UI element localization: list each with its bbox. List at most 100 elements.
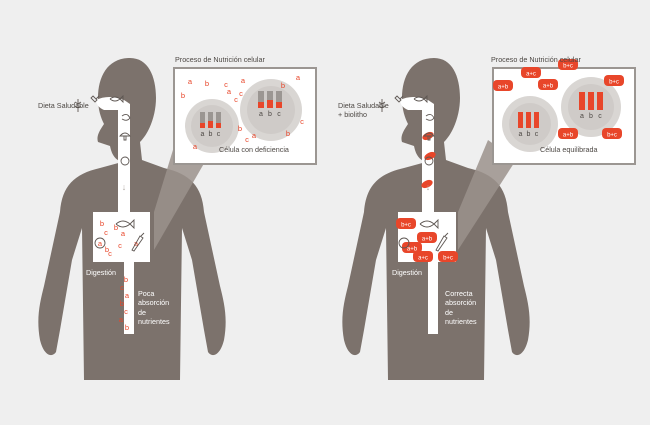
bar-label: a xyxy=(201,131,205,138)
mushroom-icon xyxy=(423,132,435,141)
fish-icon xyxy=(109,94,124,104)
nutrient-letter: c xyxy=(104,228,108,237)
nutrient-pill xyxy=(538,79,558,90)
nutrient-pill-label: b+c xyxy=(607,133,617,139)
left-absorption-label: Poca absorción de nutrientes xyxy=(138,289,170,326)
bar-fill xyxy=(588,92,594,110)
nutrient-pill xyxy=(413,251,433,262)
nutrient-letter: a xyxy=(188,77,193,86)
nutrient-pill xyxy=(604,75,624,86)
bar-track xyxy=(267,91,273,108)
nutrient-letter: b xyxy=(181,91,185,100)
nutrient-letter: a xyxy=(193,142,198,151)
nutrient-letter: c xyxy=(300,117,304,126)
nutrient-letter: a xyxy=(121,229,126,238)
nutrient-letter: a xyxy=(227,87,232,96)
nutrient-pill xyxy=(558,128,578,139)
left-cell-label: Célula con deficiencia xyxy=(219,145,289,154)
nutrient-pill xyxy=(493,80,513,91)
bar-fill xyxy=(216,123,221,128)
nutrient-pill-label: a+b xyxy=(407,247,418,253)
nutrient-letter: b xyxy=(281,81,285,90)
nutrient-letter: a xyxy=(119,315,124,324)
nutrient-letter: c xyxy=(234,95,238,104)
carrot-icon xyxy=(435,232,449,252)
bar-fill xyxy=(200,123,205,128)
right-cell-label: Célula equilibrada xyxy=(540,145,598,154)
right-digestion-label: Digestión xyxy=(392,268,422,277)
nutrient-letter: a xyxy=(98,239,103,248)
right-absorption-line: nutrientes xyxy=(445,317,477,327)
bar-label: a xyxy=(519,131,523,138)
absorbed-capsule xyxy=(421,179,433,189)
bar-label: c xyxy=(217,131,221,138)
bar-fill xyxy=(276,102,282,108)
bar-label: b xyxy=(209,131,213,138)
nutrient-letter: c xyxy=(245,135,249,144)
left-callout-wedge xyxy=(154,140,206,250)
nutrient-pill xyxy=(558,59,578,70)
left-absorption-line: nutrientes xyxy=(138,317,170,327)
nutrient-pill-label: a+b xyxy=(543,84,554,90)
carrot-icon xyxy=(131,232,145,252)
nutrient-letter: c xyxy=(120,283,124,292)
nutrient-pill xyxy=(417,232,437,243)
fruit-slice-icon xyxy=(398,237,410,249)
left-absorption-line: absorción xyxy=(138,298,170,308)
right-diet-line: + biolitho xyxy=(338,110,367,120)
shrimp-icon xyxy=(121,113,131,121)
dropper-icon xyxy=(394,95,404,103)
nutrient-letter: b xyxy=(105,245,109,254)
left-diet-label: Dieta Saludable xyxy=(38,101,89,110)
nutrient-letter: a xyxy=(134,239,139,248)
right-diet-label: Dieta Saludable + biolitho xyxy=(338,101,389,120)
wheat-icon xyxy=(378,99,386,112)
right-icons xyxy=(378,94,449,252)
bar-label: b xyxy=(589,113,593,120)
right-absorption-line: absorción xyxy=(445,298,477,308)
right-diet-line: Dieta Saludable xyxy=(338,101,389,110)
bar-fill xyxy=(258,102,264,108)
nutrient-letter: b xyxy=(238,124,242,133)
bar-label: b xyxy=(527,131,531,138)
left-digestion-label: Digestión xyxy=(86,268,116,277)
bar-track xyxy=(258,91,264,108)
nutrient-pill xyxy=(396,218,416,229)
nutrient-letter: b xyxy=(124,275,128,284)
nutrient-pill-label: b+c xyxy=(401,223,411,229)
nutrient-letter: c xyxy=(224,80,228,89)
left-icons xyxy=(74,94,145,252)
wheat-icon xyxy=(74,99,82,112)
dropper-icon xyxy=(90,95,100,103)
bar-track xyxy=(276,91,282,108)
bar-fill xyxy=(526,112,531,128)
left-arrow-down: ↓ xyxy=(122,182,127,192)
nutrient-letter: b xyxy=(100,219,104,228)
bar-label: a xyxy=(259,111,263,118)
nutrient-letter: a xyxy=(241,76,246,85)
bar-track xyxy=(208,112,213,128)
shrimp-icon xyxy=(425,113,435,121)
absorbed-capsule xyxy=(424,151,436,161)
right-callout-wedge xyxy=(458,140,516,250)
nutrient-pill-label: a+b xyxy=(563,133,574,139)
nutrient-pill xyxy=(402,242,422,253)
nutrient-pill xyxy=(438,251,458,262)
bar-fill xyxy=(208,121,213,128)
bar-label: c xyxy=(598,113,602,120)
bar-label: a xyxy=(580,113,584,120)
left-process-title: Proceso de Nutrición celular xyxy=(175,55,265,64)
nutrient-letter: b xyxy=(205,79,209,88)
bar-fill xyxy=(267,100,273,108)
bar-label: b xyxy=(268,111,272,118)
fruit-slice-icon xyxy=(94,237,106,249)
right-absorption-label: Correcta absorción de nutrientes xyxy=(445,289,477,326)
bar-label: c xyxy=(277,111,281,118)
nutrient-pill-label: a+c xyxy=(418,256,428,262)
nutrient-pill xyxy=(602,128,622,139)
nutrient-letter: b xyxy=(114,223,118,232)
